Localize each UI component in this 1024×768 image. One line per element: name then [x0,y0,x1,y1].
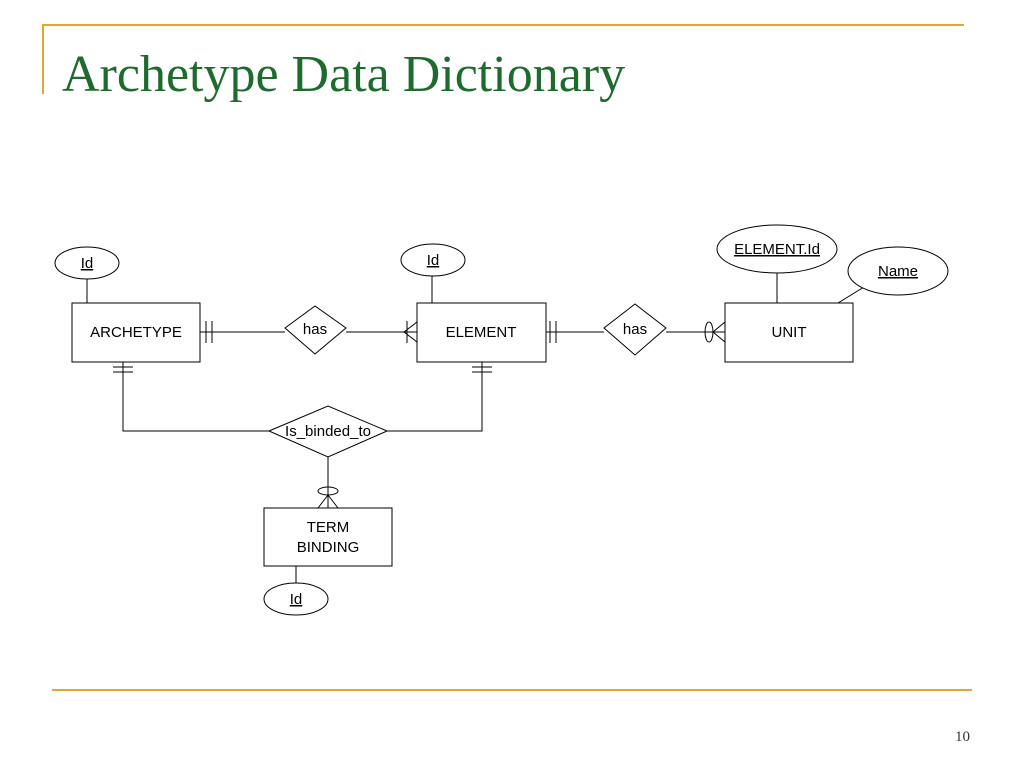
attribute-element-id-label: Id [427,252,440,269]
cardinality-element-one-or-many [403,321,418,343]
attribute-element-id [400,243,466,277]
top-rule-vertical [42,24,44,94]
relationship-archetype-has-element-label: has [303,321,327,338]
attribute-unit-name [847,246,949,296]
slide-title: Archetype Data Dictionary [62,46,626,103]
bottom-rule [52,689,972,691]
entity-element [416,302,547,363]
entity-term-binding [263,507,393,567]
attribute-unit-element-id-label: ELEMENT.Id [734,241,820,258]
attribute-unit-name-label: Name [878,263,918,280]
attribute-archetype-id-label: Id [81,255,94,272]
cardinality-element-one [549,321,557,343]
entity-term-binding-label-line2: BINDING [297,539,360,556]
cardinality-termbinding-zero-or-many [317,486,339,509]
connector-element-isbinded [387,362,483,432]
entity-unit [724,302,854,363]
relationship-is-binded-to-label: Is_binded_to [285,423,371,440]
top-rule [42,24,964,26]
attribute-unit-element-id [716,224,838,274]
entity-term-binding-label-line1: TERM [307,519,350,536]
cardinality-unit-zero-or-many [704,321,726,343]
relationship-archetype-has-element [284,305,347,355]
relationship-element-has-unit [603,303,667,356]
cardinality-archetype-one [205,321,213,343]
attribute-archetype-id [54,246,120,280]
cardinality-archetype-bottom-one [113,366,133,373]
connector-unit-name [837,286,865,304]
connector-archetype-isbinded [122,362,269,432]
attribute-term-binding-id-label: Id [290,591,303,608]
entity-archetype-label: ARCHETYPE [90,324,182,341]
attribute-term-binding-id [263,582,329,616]
entity-element-label: ELEMENT [446,324,517,341]
relationship-is-binded-to [267,405,389,458]
cardinality-element-bottom-one [472,366,492,373]
relationship-element-has-unit-label: has [623,321,647,338]
entity-archetype [71,302,201,363]
page-number: 10 [955,729,970,745]
entity-unit-label: UNIT [772,324,807,341]
